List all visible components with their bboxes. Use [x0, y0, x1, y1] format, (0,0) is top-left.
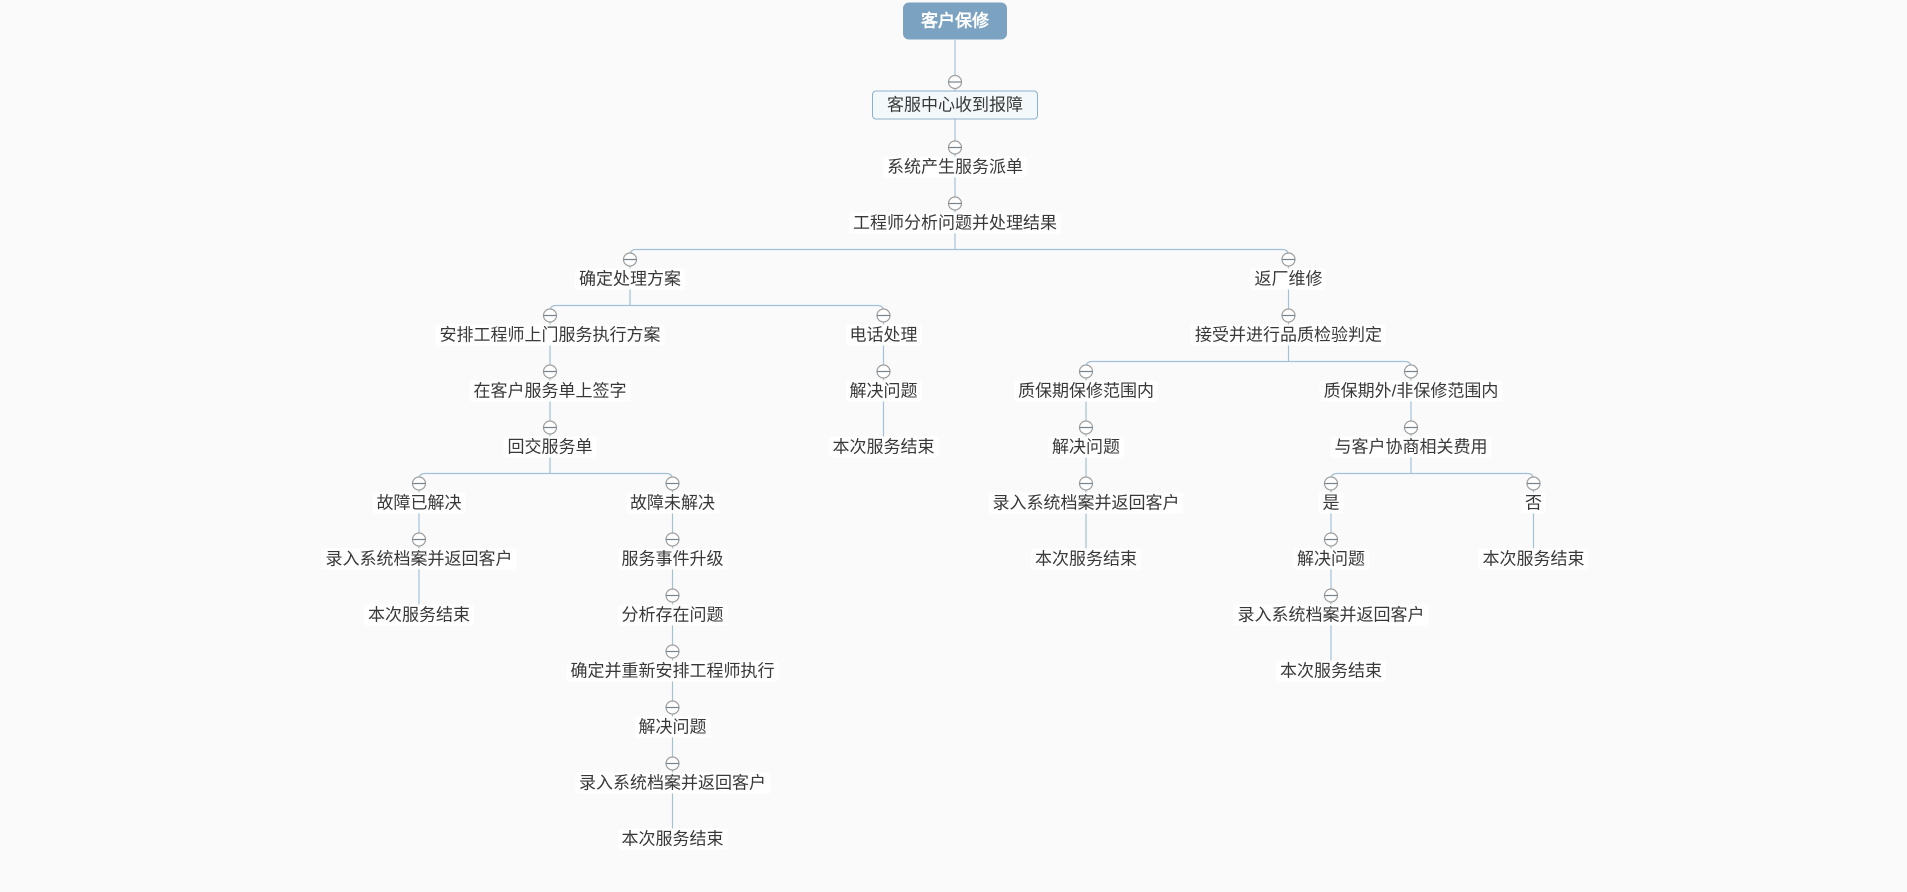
connector-rail — [629, 248, 1290, 269]
topic-node[interactable]: 录入系统档案并返回客户 — [988, 492, 1184, 514]
collapse-icon[interactable] — [665, 644, 680, 659]
collapse-icon[interactable] — [622, 252, 638, 267]
topic-node[interactable]: 确定并重新安排工程师执行 — [566, 660, 779, 682]
topic-node[interactable]: 否 — [1520, 492, 1546, 514]
collapse-icon[interactable] — [876, 364, 891, 379]
collapse-icon[interactable] — [665, 756, 680, 771]
topic-node[interactable]: 解决问题 — [634, 716, 711, 738]
collapse-icon[interactable] — [1403, 364, 1419, 379]
topic-node[interactable]: 安排工程师上门服务执行方案 — [435, 324, 665, 346]
topic-node[interactable]: 本次服务结束 — [1478, 548, 1589, 570]
topic-node[interactable]: 返厂维修 — [1250, 268, 1327, 290]
topic-node[interactable]: 解决问题 — [845, 380, 922, 402]
topic-node[interactable]: 本次服务结束 — [617, 828, 728, 850]
topic-node[interactable]: 电话处理 — [845, 324, 922, 346]
topic-node[interactable]: 与客户协商相关费用 — [1330, 436, 1492, 458]
topic-node[interactable]: 录入系统档案并返回客户 — [575, 772, 770, 794]
topic-node[interactable]: 在客户服务单上签字 — [469, 380, 631, 402]
collapse-icon[interactable] — [1403, 420, 1419, 435]
topic-node[interactable]: 录入系统档案并返回客户 — [1233, 604, 1429, 626]
collapse-icon[interactable] — [1078, 364, 1094, 379]
collapse-icon[interactable] — [665, 700, 680, 715]
root-topic[interactable]: 客户保修 — [903, 2, 1007, 40]
collapse-icon[interactable] — [665, 532, 680, 547]
collapse-icon[interactable] — [1281, 252, 1296, 267]
topic-node[interactable]: 故障未解决 — [626, 492, 719, 514]
topic-node[interactable]: 是 — [1318, 492, 1344, 514]
collapse-icon[interactable] — [947, 140, 963, 155]
topic-node[interactable]: 解决问题 — [1292, 548, 1369, 570]
topic-node[interactable]: 本次服务结束 — [1030, 548, 1141, 570]
collapse-icon[interactable] — [665, 588, 680, 603]
collapse-icon[interactable] — [1078, 476, 1094, 491]
topic-node[interactable]: 本次服务结束 — [364, 604, 474, 626]
collapse-icon[interactable] — [1323, 588, 1339, 603]
connector-rail — [549, 304, 885, 325]
topic-node[interactable]: 服务事件升级 — [617, 548, 728, 570]
collapse-icon[interactable] — [947, 196, 963, 211]
topic-node[interactable]: 故障已解决 — [372, 492, 466, 514]
collapse-icon[interactable] — [542, 308, 558, 323]
collapse-icon[interactable] — [542, 364, 558, 379]
collapse-icon[interactable] — [947, 74, 963, 90]
collapse-icon[interactable] — [1323, 476, 1339, 491]
topic-node[interactable]: 本次服务结束 — [828, 436, 939, 458]
collapse-icon[interactable] — [542, 420, 558, 435]
topic-node[interactable]: 质保期外/非保修范围内 — [1319, 380, 1503, 402]
collapse-icon[interactable] — [665, 476, 680, 491]
connector-rail — [418, 472, 674, 493]
topic-node[interactable]: 解决问题 — [1047, 436, 1124, 458]
collapse-icon[interactable] — [411, 476, 427, 491]
connector-rail — [1330, 472, 1535, 493]
topic-node[interactable]: 接受并进行品质检验判定 — [1190, 324, 1386, 346]
collapse-icon[interactable] — [1078, 420, 1094, 435]
collapse-icon[interactable] — [1323, 532, 1339, 547]
primary-topic[interactable]: 客服中心收到报障 — [872, 90, 1038, 120]
connector-rail — [1085, 360, 1412, 381]
topic-node[interactable]: 确定处理方案 — [575, 268, 685, 290]
topic-node[interactable]: 工程师分析问题并处理结果 — [849, 212, 1061, 234]
topic-node[interactable]: 回交服务单 — [503, 436, 597, 458]
topic-node[interactable]: 本次服务结束 — [1275, 660, 1386, 682]
collapse-icon[interactable] — [1281, 308, 1296, 323]
topic-node[interactable]: 分析存在问题 — [617, 604, 728, 626]
collapse-icon[interactable] — [876, 308, 891, 323]
topic-node[interactable]: 录入系统档案并返回客户 — [321, 548, 517, 570]
topic-node[interactable]: 质保期保修范围内 — [1013, 380, 1158, 402]
collapse-icon[interactable] — [411, 532, 427, 547]
collapse-icon[interactable] — [1526, 476, 1541, 491]
topic-node[interactable]: 系统产生服务派单 — [883, 156, 1027, 178]
